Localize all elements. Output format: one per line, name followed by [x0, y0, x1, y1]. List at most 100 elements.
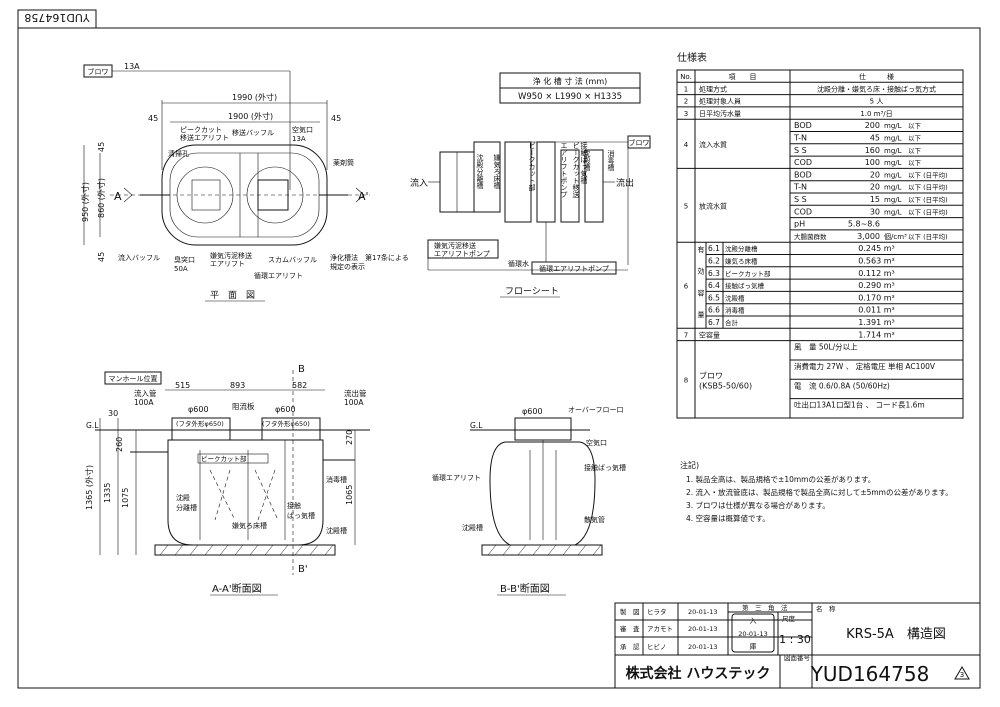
- aa-b-bottom: B': [298, 564, 308, 575]
- spec-volume-num: 6.3: [708, 269, 720, 278]
- aa-height-outer: 1365 (外寸): [84, 465, 94, 510]
- tb-revision: 3: [960, 671, 964, 679]
- dims-box-value: W950 × L1990 × H1335: [518, 92, 622, 102]
- spec-outflow-unit: mg/L: [884, 184, 902, 192]
- tb-role-2: 審 査: [620, 624, 640, 633]
- plan-blower-tag: ブロワ: [88, 67, 109, 76]
- spec-outflow-param: COD: [794, 207, 812, 216]
- tb-company: 株式会社 ハウステック: [626, 665, 771, 682]
- title-block: 製 図 ヒラタ 20-01-13 審 査 アカモト 20-01-13 承 認 ヒ…: [614, 602, 981, 689]
- spec-table-frame: [676, 69, 964, 419]
- tb-role-1: 製 図: [620, 607, 640, 616]
- plan-section-a-right: A': [358, 190, 369, 203]
- flow-circulation-pump: 循環エアリフトポンプ: [539, 264, 609, 273]
- bb-dia: φ600: [522, 407, 543, 416]
- spec-outflow-param: S S: [794, 195, 807, 204]
- spec-row-value: 5 人: [870, 98, 884, 106]
- aa-peak-band-label: ピークカット部: [201, 454, 247, 463]
- spec-outflow-value: 3,000: [857, 232, 880, 241]
- spec-blower-line: 風 量 50L/分以上: [794, 343, 858, 352]
- spec-blower-line: 電 流 0.6/0.8A (50/60Hz): [794, 380, 890, 390]
- flow-disinfection: 消毒槽: [594, 149, 615, 172]
- note-line-4: 4. 空容量は概算値です。: [686, 513, 770, 523]
- tb-name-2: アカモト: [647, 625, 673, 633]
- spec-empty-value: 1.714 m³: [858, 330, 894, 339]
- spec-volume-side: 量: [698, 311, 705, 319]
- spec-title: 仕様表: [677, 51, 707, 64]
- spec-volume-name: 嫌気ろ床槽: [725, 257, 758, 266]
- tb-date-2: 20-01-13: [688, 625, 718, 633]
- aa-b-top: B: [298, 364, 305, 375]
- spec-head-spec: 仕 様: [859, 72, 894, 81]
- revision-triangle-icon: 3: [954, 666, 970, 680]
- spec-row-item: 処理方式: [699, 84, 727, 93]
- spec-row-value: 1.0 m³/日: [860, 110, 892, 118]
- tb-model-tag: 名 称: [816, 604, 836, 613]
- flow-sheet: 沈殿分離槽 嫌気ろ床槽 ピークカット部 エアリフトポンプ ピークカット移送 接触…: [410, 135, 651, 298]
- plan-label-law-note: 浄化槽法 第17条による規定の表示: [330, 253, 409, 271]
- plan-chamber-left: [191, 179, 221, 211]
- spec-volume-side: 効: [698, 267, 705, 276]
- spec-volume-num: 6.2: [708, 257, 720, 266]
- spec-volume-num: 6.1: [708, 244, 720, 253]
- bb-circulation-lift: 循環エアリフト: [432, 473, 481, 482]
- plan-width-inner: 1900 (外寸): [228, 111, 273, 121]
- note-line-1: 1. 製品全高は、製品規格で±10mmの公差があります。: [686, 474, 875, 484]
- spec-head-no: No.: [680, 73, 692, 81]
- plan-view: ブロワ 13A 1990 (外寸) 1900 (外寸) 45 45 A A' 9: [80, 62, 409, 302]
- aa-cover-right: (フタ外形φ650): [262, 419, 310, 428]
- notes: 注記) 1. 製品全高は、製品規格で±10mmの公差があります。 2. 流入・放…: [680, 460, 953, 523]
- spec-outflow-suffix: 以下 (日平均): [908, 195, 948, 204]
- plan-title: 平 面 図: [210, 290, 255, 301]
- spec-outflow-suffix: 以下 (日平均): [908, 183, 948, 192]
- spec-row-item: 日平均汚水量: [699, 109, 741, 118]
- tb-role-3: 承 認: [620, 642, 640, 651]
- aa-base: [154, 544, 336, 556]
- title-rows: 製 図 ヒラタ 20-01-13 審 査 アカモト 20-01-13 承 認 ヒ…: [620, 603, 836, 662]
- plan-label-peak-cut: ピークカット移送エアリフト: [180, 126, 229, 142]
- spec-outflow-param: 大腸菌群数: [794, 232, 827, 241]
- bb-sedimentation: 沈殿槽: [462, 523, 483, 532]
- plan-dim-45-right: 45: [331, 114, 341, 123]
- section-bb: φ600 オーバーフロー口 G.L 空気口 循環エアリフト 接触ばっ気槽 沈殿槽…: [432, 406, 626, 596]
- spec-outflow-suffix: 以下 (日平均): [908, 207, 948, 216]
- spec-inflow-suffix: 以下: [908, 159, 922, 167]
- spec-volume-name: ピークカット部: [725, 269, 771, 278]
- aa-dim-893: 893: [230, 381, 245, 390]
- spec-volume-name: 消毒槽: [725, 306, 745, 315]
- flow-circ-pump-box: [531, 261, 617, 275]
- spec-row-no: 3: [684, 110, 688, 118]
- spec-head-item: 項 目: [729, 73, 757, 81]
- corner-id-box: YUD164758: [17, 9, 97, 29]
- aa-gl: G.L: [86, 421, 99, 430]
- aa-tank2: 嫌気ろ床槽: [232, 521, 267, 530]
- spec-volume-num: 6.7: [708, 318, 720, 327]
- spec-volume-value: 0.170 m³: [858, 293, 894, 302]
- aa-dia-right: φ600: [275, 405, 296, 414]
- aa-dim-30: 30: [108, 409, 118, 418]
- flow-peak-unit-box: [473, 141, 501, 213]
- spec-outflow-unit: mg/L: [884, 208, 902, 216]
- spec-outflow-value: 20: [870, 170, 880, 179]
- spec-volume-name: 合計: [725, 318, 739, 327]
- aa-dim-515: 515: [175, 381, 190, 390]
- flow-blower: ブロワ: [629, 138, 650, 147]
- aa-cover-left: (フタ外形φ650): [176, 419, 224, 428]
- spec-outflow-item: 放流水質: [699, 201, 727, 210]
- bb-manhole-riser: [514, 417, 572, 441]
- flow-outflow: 流出: [616, 177, 634, 189]
- spec-blower-item: (KSB5-50/60): [699, 381, 752, 390]
- aa-manhole-riser-right: [261, 417, 321, 441]
- bb-title: B-B'断面図: [500, 582, 550, 595]
- aa-tank1: 沈殿分離槽: [176, 493, 197, 512]
- plan-label-scum-baffle: スカムバッフル: [268, 256, 317, 264]
- spec-volume-side: 有: [698, 245, 705, 254]
- spec-inflow-value: 100: [865, 158, 880, 167]
- spec-outflow-value: 15: [870, 195, 880, 204]
- flow-sludge-pump: 嫌気汚泥移送エアリフトポンプ: [434, 241, 490, 258]
- plan-height-outer: 950 (外寸): [80, 182, 90, 222]
- flow-tank2: 嫌気ろ床槽: [466, 153, 501, 190]
- aa-dim-1065: 1065: [345, 485, 354, 505]
